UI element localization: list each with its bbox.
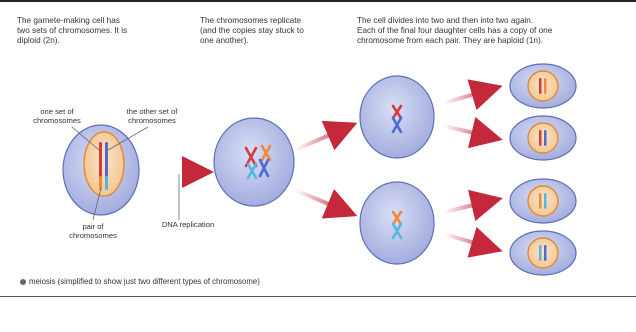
caption-replication: The chromosomes replicate (and the copie…: [200, 16, 330, 46]
caption-division: The cell divides into two and then into …: [357, 16, 612, 46]
bullet-icon: [20, 279, 26, 285]
label-one-set: one set of chromosomes: [22, 107, 92, 125]
arrow-daughter-2: [444, 126, 495, 138]
division-cell-lower: [360, 182, 434, 264]
arrow-daughter-3: [444, 200, 495, 212]
footer-caption: meiosis (simplified to show just two dif…: [29, 277, 260, 286]
label-pair: pair of chromosomes: [58, 222, 128, 240]
label-other-set: the other set of chromosomes: [112, 107, 192, 125]
daughter-cell-1: [510, 64, 576, 108]
replicated-cell: [214, 118, 294, 206]
arrow-daughter-1: [444, 88, 495, 103]
daughter-cell-3: [510, 179, 576, 223]
bottom-rule: [0, 296, 636, 297]
arrow-to-lower-cell: [295, 190, 350, 213]
division-cell-upper: [360, 76, 434, 158]
arrow-to-upper-cell: [295, 126, 350, 150]
diploid-nucleus: [84, 132, 124, 196]
figure-footer: meiosis (simplified to show just two dif…: [20, 277, 260, 286]
daughter-cell-4: [510, 231, 576, 275]
daughter-cell-2: [510, 116, 576, 160]
arrow-daughter-4: [444, 234, 495, 249]
label-dna-replication: DNA replication: [148, 220, 228, 229]
caption-diploid: The gamete-making cell has two sets of c…: [17, 16, 137, 46]
